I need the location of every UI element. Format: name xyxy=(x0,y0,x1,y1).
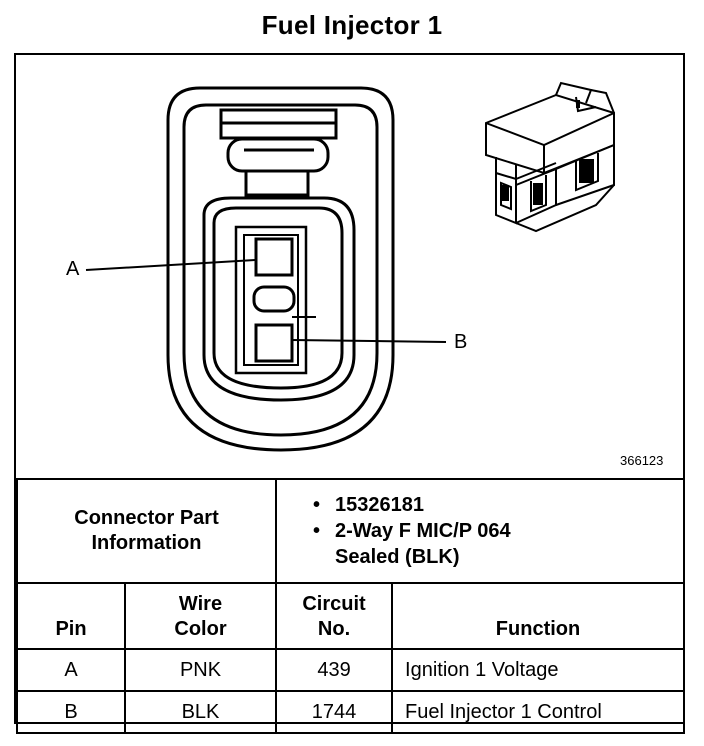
part-number-item: •15326181 xyxy=(313,494,424,516)
cavity-a xyxy=(254,237,294,277)
table-row: A PNK 439 Ignition 1 Voltage xyxy=(16,648,686,692)
callout-label-b: B xyxy=(454,331,468,353)
connector-part-label-cell: Connector Part Information xyxy=(15,478,278,584)
row-b-pin: B xyxy=(16,690,126,734)
latch-slot xyxy=(226,137,330,173)
connector-type-line2: Sealed (BLK) xyxy=(335,546,460,568)
callout-line-b xyxy=(291,339,447,343)
table-row: B BLK 1744 Fuel Injector 1 Control xyxy=(16,690,686,734)
callout-line-a xyxy=(85,259,257,271)
connector-face-drawing xyxy=(85,81,615,452)
callout-label-a: A xyxy=(66,258,80,280)
page-title: Fuel Injector 1 xyxy=(261,10,443,40)
connector-iso-shading xyxy=(502,100,594,205)
cavity-housing xyxy=(202,196,356,402)
connector-outer-shell xyxy=(166,86,395,452)
row-b-circuit: 1744 xyxy=(275,690,394,734)
connector-type-item: •2-Way F MIC/P 064 xyxy=(313,520,511,542)
header-pin: Pin xyxy=(16,582,126,650)
connector-info-table: Connector Part Information •15326181 •2-… xyxy=(15,478,686,734)
row-a-wire-color: PNK xyxy=(123,648,278,692)
connector-diagram: A B 366123 xyxy=(16,55,683,478)
connector-sheet: A B 366123 Connector Part Information •1… xyxy=(14,53,686,734)
row-a-function: Ignition 1 Voltage xyxy=(391,648,686,692)
row-b-wire-color: BLK xyxy=(123,690,278,734)
connector-type-line1: 2-Way F MIC/P 064 xyxy=(335,520,511,542)
figure-number: 366123 xyxy=(620,453,664,468)
row-a-pin: A xyxy=(16,648,126,692)
connector-iso-drawing xyxy=(485,81,615,233)
header-function: Function xyxy=(391,582,686,650)
part-number-text: 15326181 xyxy=(335,494,424,516)
row-b-function: Fuel Injector 1 Control xyxy=(391,690,686,734)
row-a-circuit: 439 xyxy=(275,648,394,692)
connector-part-row: Connector Part Information •15326181 •2-… xyxy=(15,478,686,584)
connector-inner-shell xyxy=(182,103,379,437)
cavity-b xyxy=(254,323,294,363)
connector-part-label: Connector Part Information xyxy=(74,507,219,554)
connector-part-list: •15326181 •2-Way F MIC/P 064 Sealed (BLK… xyxy=(275,478,686,584)
center-key xyxy=(252,285,296,313)
